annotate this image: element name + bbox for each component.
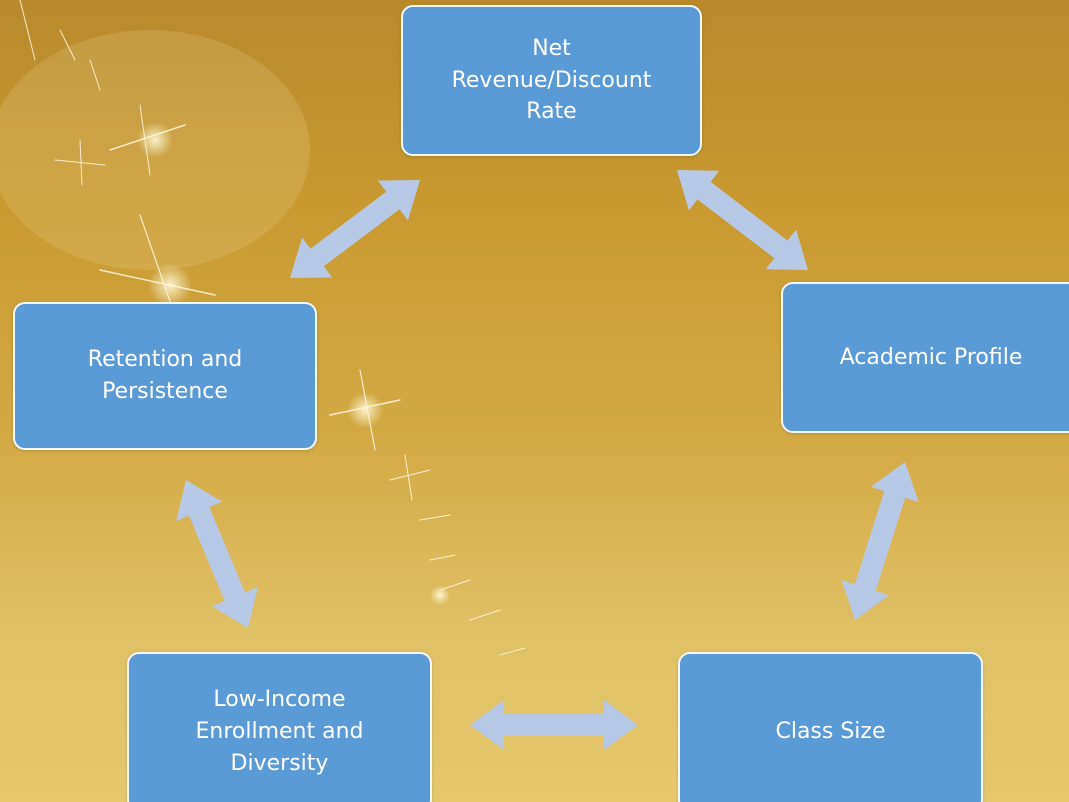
node-retention-and-persistence: Retention and Persistence — [13, 302, 317, 450]
node-academic-profile: Academic Profile — [781, 282, 1069, 433]
node-net-revenue-discount-rate: Net Revenue/Discount Rate — [401, 5, 702, 156]
node-class-size: Class Size — [678, 652, 983, 802]
node-low-income-enrollment-and-diversity: Low-Income Enrollment and Diversity — [127, 652, 432, 802]
